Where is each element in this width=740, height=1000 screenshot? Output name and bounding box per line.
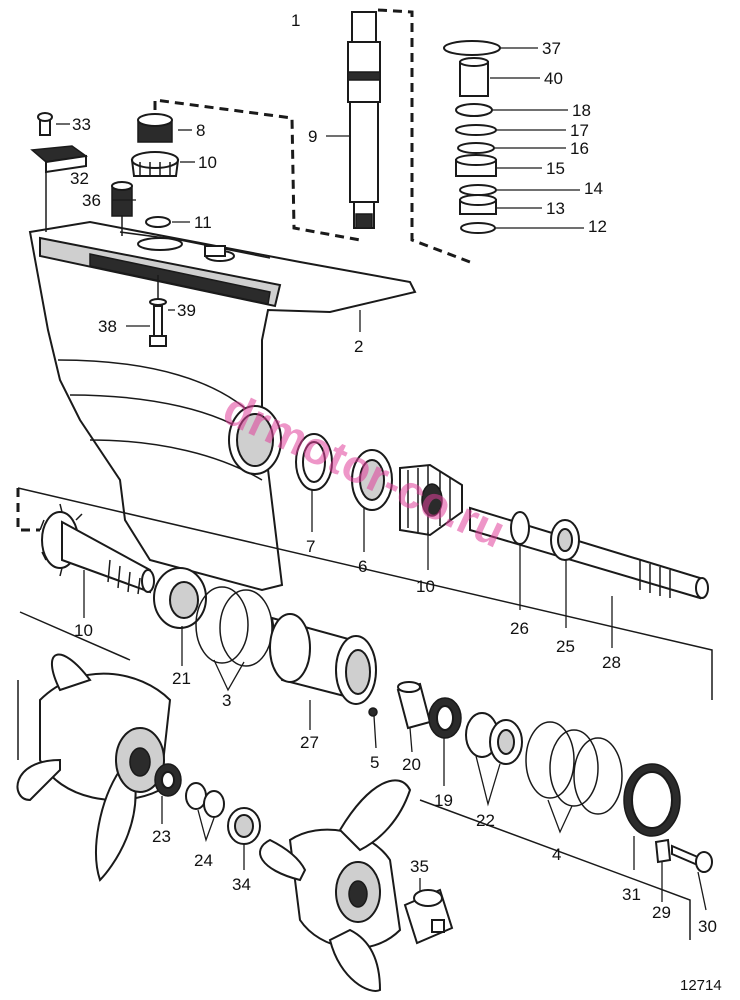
callout-11: 11	[194, 213, 212, 232]
part-6-bearing	[351, 449, 393, 511]
part-31-ring-nut	[623, 763, 681, 837]
part-29-tab-washer	[654, 838, 672, 864]
assembly-dash-gear-to-shaft	[153, 98, 361, 242]
part-23-spline-bearing	[154, 763, 182, 797]
part-4-o-rings	[525, 721, 623, 815]
callout-38: 38	[98, 317, 117, 336]
callout-30: 30	[698, 917, 717, 936]
part-19-needle-bearing	[428, 697, 462, 739]
callout-10-forward: 10	[74, 621, 93, 640]
part-10-bevel-gear	[399, 463, 463, 537]
part-7-shim	[295, 433, 333, 491]
part-22-shims	[465, 712, 523, 765]
callout-26: 26	[510, 619, 529, 638]
leader-lines	[56, 47, 707, 911]
callout-22: 22	[476, 811, 495, 830]
part-33-screw	[37, 112, 53, 136]
rear-propeller	[259, 779, 412, 992]
callout-14: 14	[584, 179, 603, 198]
callout-24: 24	[194, 851, 213, 870]
callout-25: 25	[556, 637, 575, 656]
upper-bearing-stack	[443, 40, 501, 234]
callout-39: 39	[177, 301, 196, 320]
callout-21: 21	[172, 669, 191, 688]
part-40-bushing	[459, 61, 489, 97]
callout-23: 23	[152, 827, 171, 846]
part-24-washers	[185, 782, 225, 818]
part-10-forward-gear-shaft	[39, 503, 155, 595]
part-17-shim	[455, 124, 497, 136]
assembly-dash-propshaft-left	[16, 488, 40, 532]
callout-3: 3	[222, 691, 231, 710]
callout-31: 31	[622, 885, 641, 904]
callout-32: 32	[70, 169, 89, 188]
callout-1: 1	[291, 11, 300, 30]
part-3-o-rings	[195, 586, 273, 667]
callout-37: 37	[542, 39, 561, 58]
callout-27: 27	[300, 733, 319, 752]
part-38-bolt	[149, 305, 167, 347]
callout-2: 2	[354, 337, 363, 356]
callout-19: 19	[434, 791, 453, 810]
callout-40: 40	[544, 69, 563, 88]
part-27-bearing-housing	[269, 613, 377, 705]
callout-4: 4	[552, 845, 561, 864]
part-18-ring	[455, 103, 493, 117]
callout-10-upper: 10	[198, 153, 217, 172]
callout-6: 6	[358, 557, 367, 576]
part-10-upper-gear	[130, 151, 180, 177]
callout-33: 33	[72, 115, 91, 134]
part-5-ball	[368, 707, 378, 717]
part-8-bearing	[137, 113, 173, 143]
callout-35: 35	[410, 857, 429, 876]
gear-housing	[28, 220, 417, 592]
callout-labels: 1 2 3 4 5 6 7 8 9 10 10 10 11 12 13 14 1…	[70, 11, 717, 936]
assembly-dash-shaft-to-stack	[377, 8, 471, 264]
part-37-o-ring	[443, 40, 501, 56]
callout-7: 7	[306, 537, 315, 556]
part-26-ring	[510, 511, 530, 545]
part-30-bolt	[671, 844, 713, 873]
callout-12: 12	[588, 217, 607, 236]
callout-29: 29	[652, 903, 671, 922]
part-35-nut	[403, 888, 454, 945]
part-25-bearing	[550, 519, 580, 561]
callout-20: 20	[402, 755, 421, 774]
drawing-number: 12714	[680, 977, 722, 994]
callout-34: 34	[232, 875, 251, 894]
part-20-bushing	[396, 681, 432, 730]
callout-16: 16	[570, 139, 589, 158]
callout-36: 36	[82, 191, 101, 210]
part-12-shim	[460, 222, 496, 234]
lower-frame-line	[17, 611, 691, 940]
front-propeller	[16, 653, 172, 882]
part-11-washer	[145, 216, 171, 228]
part-21-bearing	[153, 567, 207, 629]
part-9-drive-shaft	[347, 11, 381, 229]
callout-9: 9	[308, 127, 317, 146]
callout-5: 5	[370, 753, 379, 772]
callout-8: 8	[196, 121, 205, 140]
callout-15: 15	[546, 159, 565, 178]
callout-13: 13	[546, 199, 565, 218]
callout-18: 18	[572, 101, 591, 120]
part-34-spacer	[227, 807, 261, 845]
assembly-frame-line	[17, 487, 713, 700]
part-16-shim	[457, 142, 495, 154]
callout-17: 17	[570, 121, 589, 140]
part-36-sleeve	[111, 181, 133, 236]
part-32-plate	[30, 145, 88, 174]
callout-28: 28	[602, 653, 621, 672]
callout-10-bevel: 10	[416, 577, 435, 596]
part-14-shim	[459, 184, 497, 196]
